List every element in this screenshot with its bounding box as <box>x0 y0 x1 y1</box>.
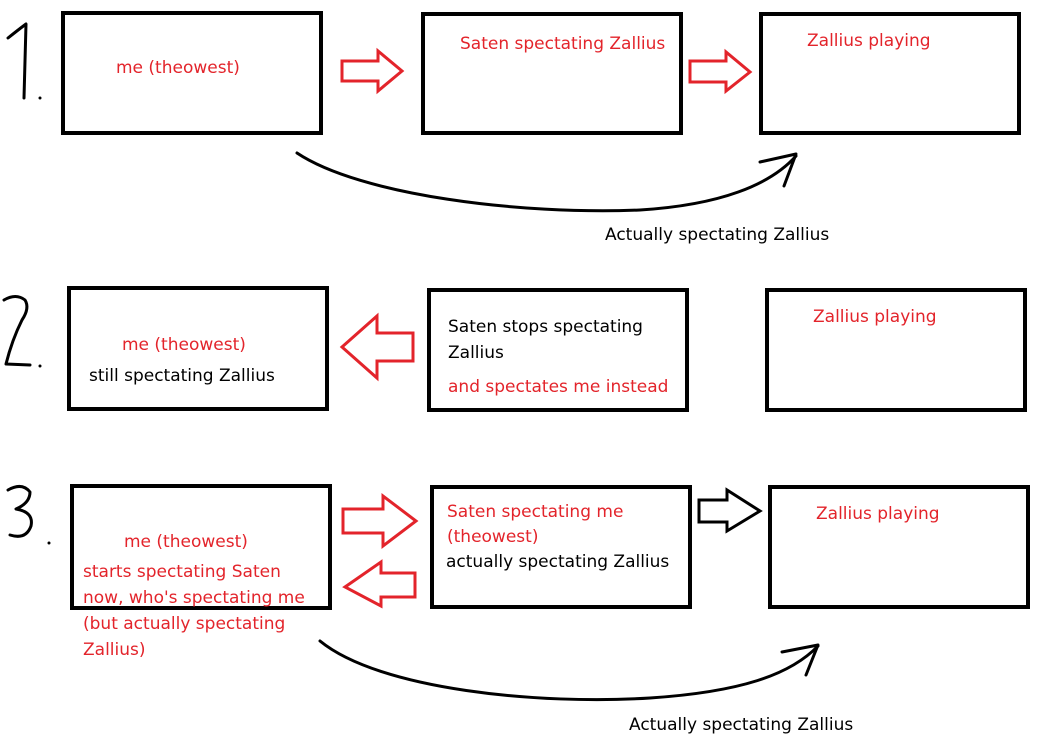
row3-saten-line3: actually spectating Zallius <box>446 552 670 572</box>
row3-me-label: me (theowest) <box>124 532 248 552</box>
row2-box-saten <box>427 288 689 412</box>
row3-curve-label: Actually spectating Zallius <box>629 715 854 735</box>
row1-box-zallius <box>759 12 1021 135</box>
row3-saten-line2: (theowest) <box>447 527 539 547</box>
row1-zallius-label: Zallius playing <box>807 31 931 51</box>
row2-me-label: me (theowest) <box>122 335 246 355</box>
row3-box-zallius <box>768 485 1030 609</box>
row3-me-line5: Zallius) <box>83 640 146 660</box>
row3-me-line3: now, who's spectating me <box>83 588 305 608</box>
row2-box-zallius <box>765 288 1027 412</box>
row1-arrow-saten-to-zallius <box>688 48 753 95</box>
row3-arrow-saten-to-zallius <box>697 487 763 534</box>
row1-saten-label: Saten spectating Zallius <box>460 34 666 54</box>
row2-saten-line2: Zallius <box>448 343 504 363</box>
row3-me-line4: (but actually spectating <box>83 614 286 634</box>
row1-box-saten <box>421 12 683 135</box>
row2-box-me <box>67 286 329 411</box>
row2-arrow-saten-to-me <box>339 312 415 382</box>
row2-saten-line3: and spectates me instead <box>448 377 669 397</box>
row3-curve-arrow <box>318 639 820 702</box>
row3-saten-line1: Saten spectating me <box>447 502 624 522</box>
row3-arrow-saten-to-me <box>342 559 417 609</box>
row2-saten-line1: Saten stops spectating <box>448 317 643 337</box>
row2-me-status: still spectating Zallius <box>89 366 275 386</box>
row1-box-me <box>61 11 323 135</box>
row3-number-glyph <box>6 485 51 545</box>
row2-number-glyph <box>2 295 42 368</box>
row1-me-label: me (theowest) <box>116 58 240 78</box>
row1-arrow-me-to-saten <box>340 47 405 95</box>
row1-curve-label: Actually spectating Zallius <box>605 225 830 245</box>
row3-zallius-label: Zallius playing <box>816 504 940 524</box>
row1-curve-arrow <box>295 151 798 213</box>
row3-box-saten <box>430 485 692 609</box>
row1-number-glyph <box>6 22 42 100</box>
row2-zallius-label: Zallius playing <box>813 307 937 327</box>
row3-box-me <box>70 484 332 610</box>
row3-arrow-me-to-saten <box>341 492 419 550</box>
row3-me-line2: starts spectating Saten <box>83 562 281 582</box>
